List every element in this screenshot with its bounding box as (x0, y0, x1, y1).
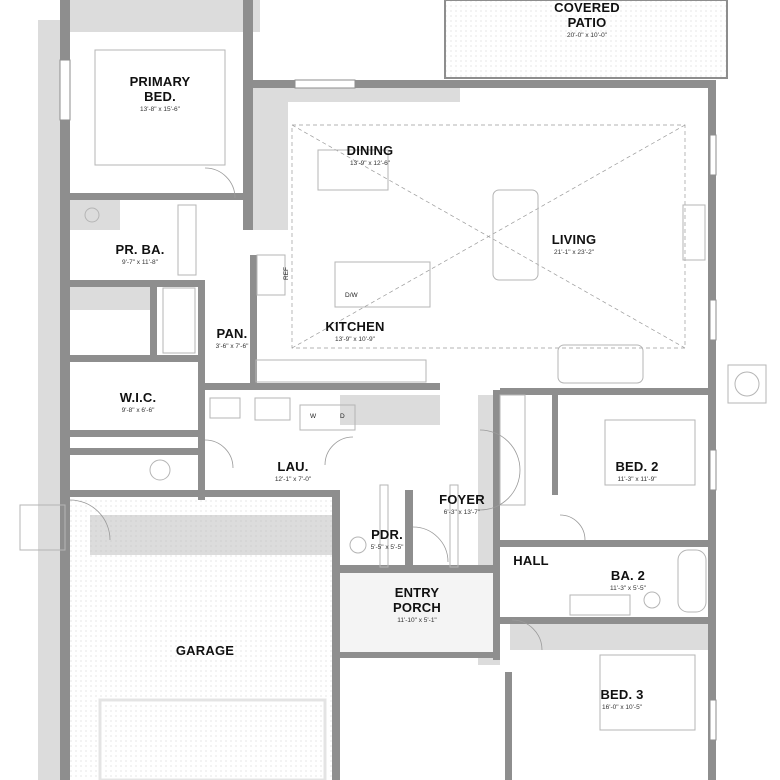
room-name: ENTRY (394, 585, 440, 600)
room-dimension: 11'-10" x 5'-1" (397, 617, 437, 624)
room-name: LAU. (277, 459, 309, 474)
room-name: PDR. (371, 527, 403, 542)
room-dimension: 12'-1" x 7'-0" (274, 476, 312, 483)
garage-door (98, 698, 327, 780)
room-name: KITCHEN (325, 319, 385, 334)
room-wic: W.I.C. 9'-8" x 6'-6" (120, 390, 157, 415)
ceiling-lines (291, 124, 686, 349)
room-powder: PDR. 5'-5" x 5'-5" (371, 527, 404, 552)
room-dimension: 16'-0" x 10'-5" (602, 704, 642, 711)
room-name: PORCH (393, 600, 441, 615)
room-dimension: 13'-9" x 12'-6" (350, 160, 390, 167)
room-dimension: 3'-6" x 7'-6" (215, 343, 249, 350)
garage-floor (70, 495, 332, 780)
room-name: PATIO (567, 15, 607, 30)
windows (59, 59, 717, 741)
room-name: COVERED (554, 0, 620, 15)
room-living: LIVING 21'-1" x 23'-2" (552, 232, 597, 257)
room-dining: DINING 13'-9" x 12'-6" (347, 143, 394, 168)
covered-patio-area (444, 0, 728, 79)
room-pr-ba: PR. BA. 9'-7" x 11'-8" (115, 242, 164, 267)
room-dimension: 13'-9" x 10'-9" (335, 336, 375, 343)
room-dimension: 20'-0" x 10'-0" (567, 32, 607, 39)
refrigerator-tag: REF (283, 267, 290, 280)
room-name: LIVING (551, 232, 597, 247)
room-name: BED. 3 (600, 687, 644, 702)
room-foyer: FOYER 6'-3" x 13'-7" (439, 492, 485, 517)
room-name: HALL (513, 553, 549, 568)
room-bed2: BED. 2 11'-3" x 11'-9" (615, 459, 658, 484)
room-name: FOYER (439, 492, 485, 507)
fixtures (19, 49, 767, 731)
room-name: W.I.C. (119, 390, 157, 405)
walls (60, 0, 716, 780)
dishwasher-tag: D/W (345, 292, 358, 299)
room-covered-patio: COVERED PATIO 20'-0" x 10'-0" (554, 0, 620, 40)
room-entry-porch: ENTRY PORCH 11'-10" x 5'-1" (393, 585, 441, 625)
room-dimension: 9'-8" x 6'-6" (121, 407, 155, 414)
washer-tag: W (310, 413, 317, 420)
room-primary-bed: PRIMARY BED. 13'-8" x 15'-6" (130, 74, 191, 114)
room-dimension: 9'-7" x 11'-8" (122, 259, 158, 266)
dryer-tag: D (340, 413, 345, 420)
room-bed3: BED. 3 16'-0" x 10'-5" (600, 687, 643, 712)
room-name: GARAGE (175, 643, 235, 658)
room-name: PAN. (216, 326, 248, 341)
room-pantry: PAN. 3'-6" x 7'-6" (216, 326, 249, 351)
room-dimension: 21'-1" x 23'-2" (554, 249, 594, 256)
room-dimension: 5'-5" x 5'-5" (370, 544, 404, 551)
room-name: BED. 2 (615, 459, 659, 474)
entry-porch-floor (340, 570, 500, 655)
room-name: BED. (144, 89, 176, 104)
room-name: PR. BA. (115, 242, 165, 257)
room-laundry: LAU. 12'-1" x 7'-0" (275, 459, 311, 484)
room-garage: GARAGE (176, 643, 234, 658)
room-dimension: 11'-3" x 5'-5" (610, 585, 646, 592)
room-dimension: 13'-8" x 15'-6" (140, 106, 180, 113)
room-ba2: BA. 2 11'-3" x 5'-5" (610, 568, 646, 593)
room-name: PRIMARY (129, 74, 191, 89)
room-dimension: 6'-3" x 13'-7" (443, 509, 481, 516)
door-swings (69, 167, 586, 651)
room-dimension: 11'-3" x 11'-9" (617, 476, 657, 483)
room-name: DINING (346, 143, 394, 158)
room-kitchen: KITCHEN 13'-9" x 10'-9" (325, 319, 384, 344)
room-name: BA. 2 (610, 568, 646, 583)
room-hall: HALL (513, 553, 548, 568)
